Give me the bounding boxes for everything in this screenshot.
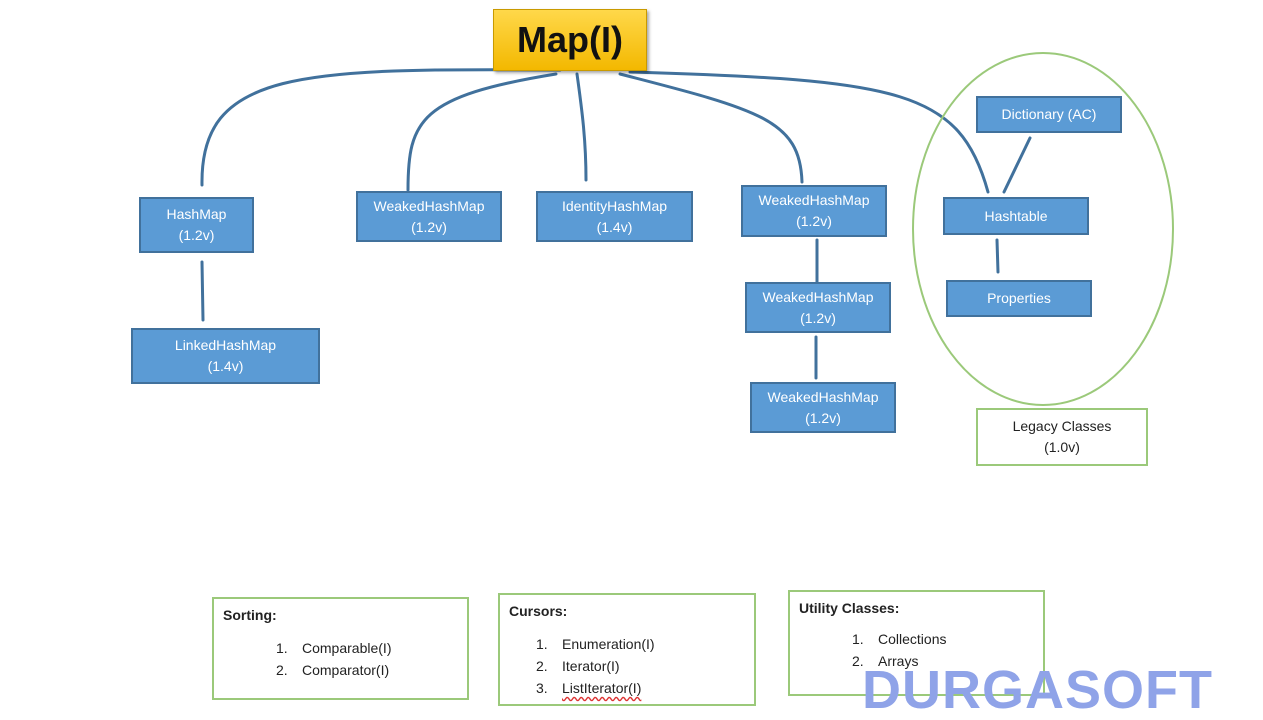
node-version: (1.2v) [805,409,841,426]
item-text: Arrays [878,653,919,669]
map-interface-root: Map(I) [493,9,647,71]
node-weakedhashmap-3: WeakedHashMap (1.2v) [745,282,891,333]
legacy-classes-label: Legacy Classes (1.0v) [976,408,1148,466]
edge-map-weakedhashmap-2 [618,72,804,184]
list-item: 2. Arrays [852,650,946,672]
node-hashmap: HashMap (1.2v) [139,197,254,253]
list-item: 2. Comparator(I) [276,659,391,681]
panel-title: Sorting: [223,607,277,623]
panel-title: Cursors: [509,603,568,619]
item-number: 3. [536,680,548,696]
item-number: 1. [276,640,288,656]
node-version: (1.2v) [178,227,215,243]
node-name: WeakedHashMap [767,388,879,405]
item-number: 2. [536,658,548,674]
node-identityhashmap: IdentityHashMap (1.4v) [536,191,693,242]
utility-classes-panel: Utility Classes: 1. Collections 2. Arrays [788,590,1045,696]
item-text: ListIterator(I) [562,680,642,696]
node-name: Properties [987,290,1051,306]
utility-list: 1. Collections 2. Arrays [852,628,946,672]
item-number: 1. [536,636,548,652]
list-item: 2. Iterator(I) [536,655,655,677]
node-name: LinkedHashMap [174,337,277,353]
list-item: 3. ListIterator(I) [536,677,655,699]
legacy-title: Legacy Classes [1012,418,1112,434]
cursors-panel: Cursors: 1. Enumeration(I) 2. Iterator(I) … [498,593,756,706]
node-version: (1.2v) [411,218,447,235]
node-linkedhashmap: LinkedHashMap (1.4v) [131,328,320,384]
list-item: 1. Enumeration(I) [536,633,655,655]
item-text: Enumeration(I) [562,636,655,652]
node-name: Dictionary (AC) [1001,106,1097,122]
sorting-list: 1. Comparable(I) 2. Comparator(I) [276,637,391,681]
edge-map-identityhashmap [575,72,588,182]
node-properties: Properties [946,280,1092,317]
node-name: WeakedHashMap [758,192,870,208]
item-text: Iterator(I) [562,658,620,674]
edge-hashtable-properties [995,238,1000,274]
node-hashtable: Hashtable [943,197,1089,235]
item-text: Comparable(I) [302,640,392,656]
node-weakedhashmap-4: WeakedHashMap (1.2v) [750,382,896,433]
node-name: WeakedHashMap [373,197,485,214]
legacy-classes-ellipse [912,52,1174,406]
node-dictionary: Dictionary (AC) [976,96,1122,133]
list-item: 1. Collections [852,628,946,650]
node-version: (1.2v) [796,213,832,229]
edge-hashmap-linkedhashmap [200,260,205,322]
sorting-panel: Sorting: 1. Comparable(I) 2. Comparator(I) [212,597,469,700]
node-weakedhashmap-2: WeakedHashMap (1.2v) [741,185,887,237]
item-number: 2. [852,653,864,669]
durgasoft-watermark: DURGASOFT [862,660,1213,720]
edge-dictionary-hashtable [1002,136,1032,194]
root-label: Map(I) [517,19,623,60]
node-version: (1.4v) [207,358,244,374]
node-name: WeakedHashMap [762,288,874,305]
node-name: IdentityHashMap [561,197,668,214]
edge-map-weakedhashmap-1 [406,72,558,192]
node-version: (1.2v) [800,309,836,326]
item-text: Comparator(I) [302,662,390,678]
list-item: 1. Comparable(I) [276,637,391,659]
item-number: 1. [852,631,864,647]
cursors-list: 1. Enumeration(I) 2. Iterator(I) 3. ListIte… [536,633,655,699]
node-version: (1.4v) [596,218,633,235]
item-number: 2. [276,662,288,678]
panel-title: Utility Classes: [799,600,900,616]
edge-map-hashmap [200,68,562,187]
node-name: Hashtable [984,207,1048,224]
edge-map-hashtable [628,70,990,194]
item-text: Collections [878,631,947,647]
legacy-version: (1.0v) [1044,439,1080,455]
node-name: HashMap [166,206,227,222]
node-weakedhashmap-1: WeakedHashMap (1.2v) [356,191,502,242]
